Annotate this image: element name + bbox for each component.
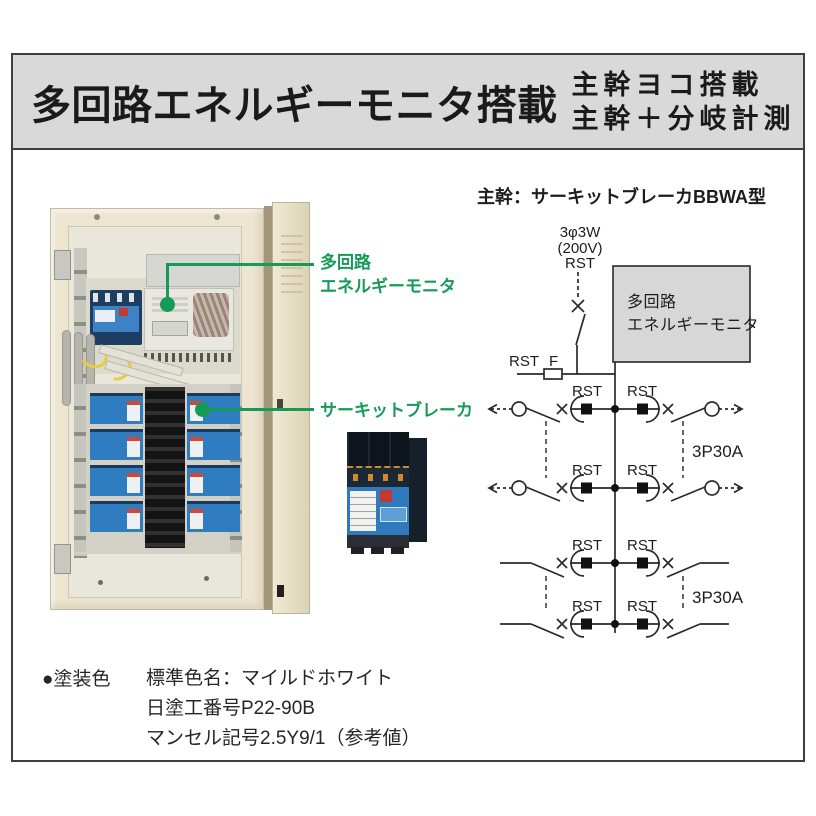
branch-breaker [187,429,240,460]
power-cable [62,330,71,406]
fuse-rst-label: RST [509,353,539,370]
door-latch [277,399,283,408]
fuse-icon [543,368,563,380]
annotation-label-monitor: 多回路 エネルギーモニタ [320,251,456,299]
screw [204,576,209,581]
annotation-line-monitor-h [166,263,314,266]
page-header: 多回路エネルギーモニタ搭載 主幹ヨコ搭載 主幹＋分岐計測 [13,55,803,150]
annotation-monitor-line1: 多回路 [320,253,371,272]
monitor-display [152,321,188,336]
monitor-box [612,265,751,363]
group2-rating-label: 3P30A [692,588,744,607]
annotation-dot-monitor [160,297,175,312]
orange-tick [368,474,373,481]
screw [214,214,220,220]
annotation-monitor-line2: エネルギーモニタ [320,277,456,296]
ct-rst-label: RST [572,598,602,615]
breaker-base [347,535,409,548]
orange-tick [353,474,358,481]
breaker-foot [371,547,384,554]
subtitle-line-1: 主幹ヨコ搭載 [571,69,764,100]
branch-breaker [90,501,143,532]
page-title: 多回路エネルギーモニタ搭載 [31,83,558,128]
feed-voltage-label: (200V) [557,240,602,257]
branch-breaker [187,465,240,496]
breaker-terminals [93,293,139,302]
paint-code: 日塗工番号P22-90B [146,698,315,719]
annotation-line-breaker [202,408,314,411]
diagram-title: 主幹：サーキットブレーカBBWA型 [477,187,766,207]
ct-rst-label: RST [627,462,657,479]
paint-munsell: マンセル記号2.5Y9/1（参考値） [146,728,421,749]
breaker-red-badge [380,490,392,502]
screw [94,214,100,220]
paint-standard-name: 標準色名：マイルドホワイト [146,668,394,689]
orange-tick [383,474,388,481]
hinge-bracket [54,250,71,280]
breaker-label-chip [190,437,203,457]
breaker-foot [391,547,404,554]
main-breaker [90,290,142,345]
breaker-body [347,487,409,535]
door-lock [277,585,284,597]
busbar [145,387,185,548]
breaker-blue-tag [380,507,407,522]
ct-rst-label: RST [572,537,602,554]
main-breaker-blade [575,313,586,346]
breaker-label-chip [127,401,140,421]
breaker-top-band [347,466,409,487]
breaker-terminal-caps [347,432,409,466]
breaker-side [405,438,427,542]
mounting-rail [74,384,86,552]
terminal-strip [144,353,234,362]
ct-rst-label: RST [572,462,602,479]
annotation-dot-breaker [195,402,210,417]
branch-breaker [187,501,240,532]
branch-breaker [90,465,143,496]
screw [98,580,103,585]
breaker-product-photo [343,430,431,556]
monitor-box-line1: 多回路 [627,293,677,311]
hinge-bracket [54,544,71,574]
breaker-rating-label [350,491,376,531]
ct-rst-label: RST [572,383,602,400]
breaker-label-chip [190,473,203,493]
group1-rating-label: 3P30A [692,442,744,461]
energy-monitor-unit [144,288,234,351]
monitor-wiring [193,293,229,337]
main-breaker-contact-icon [571,299,585,313]
breaker-label-chip [127,509,140,529]
wiring-diagram: 3φ3W (200V) RST RST F 多回路 エネルギーモニタ [488,224,759,639]
feed-phase-label: 3φ3W [560,224,601,241]
monitor-box-line2: エネルギーモニタ [627,316,759,334]
header-subtitle: 主幹ヨコ搭載 主幹＋分岐計測 [572,68,796,136]
ct-rst-label: RST [627,383,657,400]
subtitle-line-2: 主幹＋分岐計測 [571,103,796,134]
wiring-duct-cover [146,254,240,287]
breaker-label-chip [127,437,140,457]
branch-breaker [90,429,143,460]
branch-breaker [90,393,143,424]
breaker-label-chip [127,473,140,493]
fuse-f-label: F [549,353,558,370]
orange-tick [398,474,403,481]
breaker-label-chip [190,509,203,529]
ct-rst-label: RST [627,598,657,615]
breaker-indicator [119,308,128,316]
ct-rst-label: RST [627,537,657,554]
breaker-foot [351,547,364,554]
paint-color-details: 標準色名：マイルドホワイト 日塗工番号P22-90B マンセル記号2.5Y9/1… [146,664,421,754]
panel-photo [46,196,312,618]
feed-rst-label: RST [565,255,595,272]
door-embossing [281,229,303,293]
annotation-line-monitor-v [166,263,169,305]
annotation-label-breaker: サーキットブレーカ [320,401,473,420]
breaker-nameplate [95,310,115,322]
paint-color-label: ●塗装色 [42,669,111,690]
